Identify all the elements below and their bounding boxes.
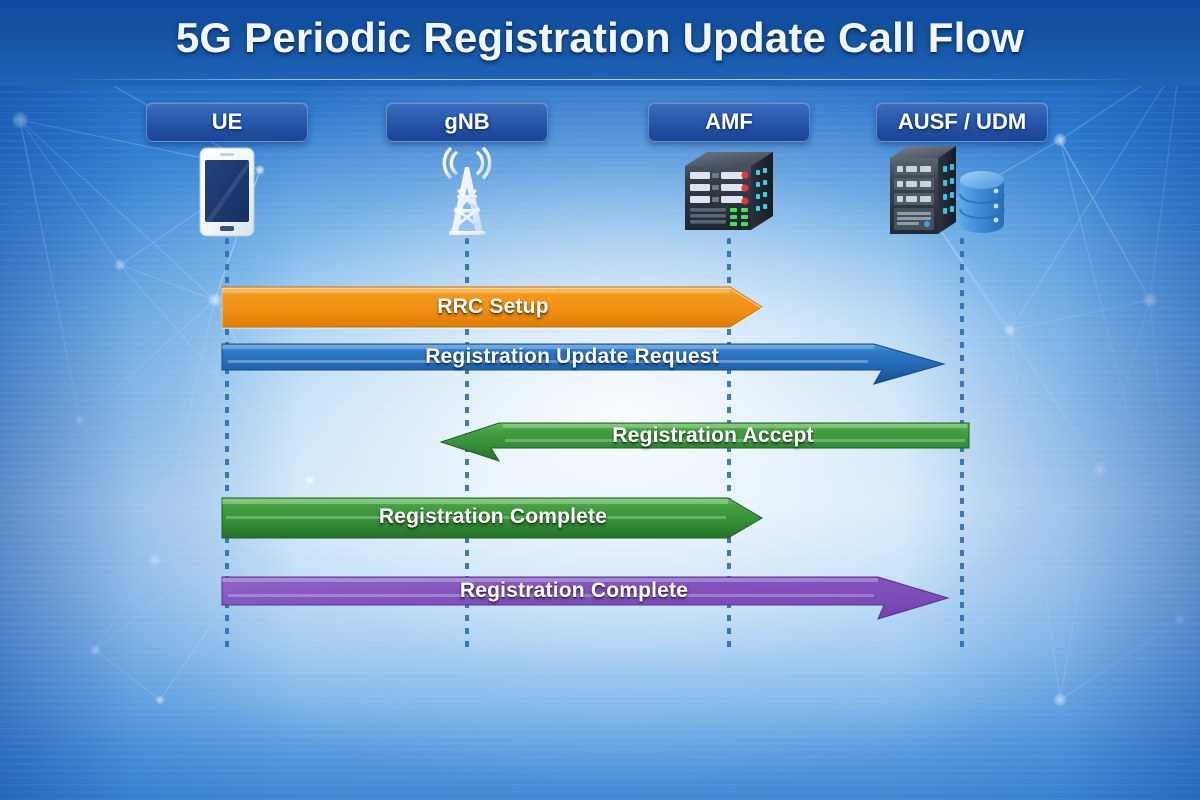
node-label-ue: UE bbox=[211, 109, 243, 134]
message-arrow-5[interactable]: Registration Complete bbox=[221, 573, 950, 621]
node-header-gnb[interactable]: gNB bbox=[386, 102, 548, 142]
message-arrow-4[interactable]: Registration Complete bbox=[221, 496, 764, 540]
lifeline-ue bbox=[225, 238, 229, 654]
page-title: 5G Periodic Registration Update Call Flo… bbox=[175, 14, 1025, 61]
node-header-amf[interactable]: AMF bbox=[648, 102, 810, 142]
server-database-icon bbox=[886, 142, 1008, 243]
node-header-ausf[interactable]: AUSF / UDM bbox=[876, 102, 1048, 142]
message-arrow-2[interactable]: Registration Update Request bbox=[221, 340, 946, 388]
node-label-gnb: gNB bbox=[444, 109, 490, 134]
node-header-ue[interactable]: UE bbox=[146, 102, 308, 142]
cell-tower-icon bbox=[432, 145, 502, 242]
node-label-ausf: AUSF / UDM bbox=[897, 109, 1027, 134]
message-arrow-1[interactable]: RRC Setup bbox=[221, 285, 764, 329]
node-label-amf: AMF bbox=[705, 109, 753, 134]
smartphone-icon bbox=[199, 147, 255, 242]
server-rack-icon bbox=[681, 148, 777, 239]
message-arrow-3[interactable]: Registration Accept bbox=[439, 420, 970, 464]
title-band bbox=[0, 0, 1200, 86]
